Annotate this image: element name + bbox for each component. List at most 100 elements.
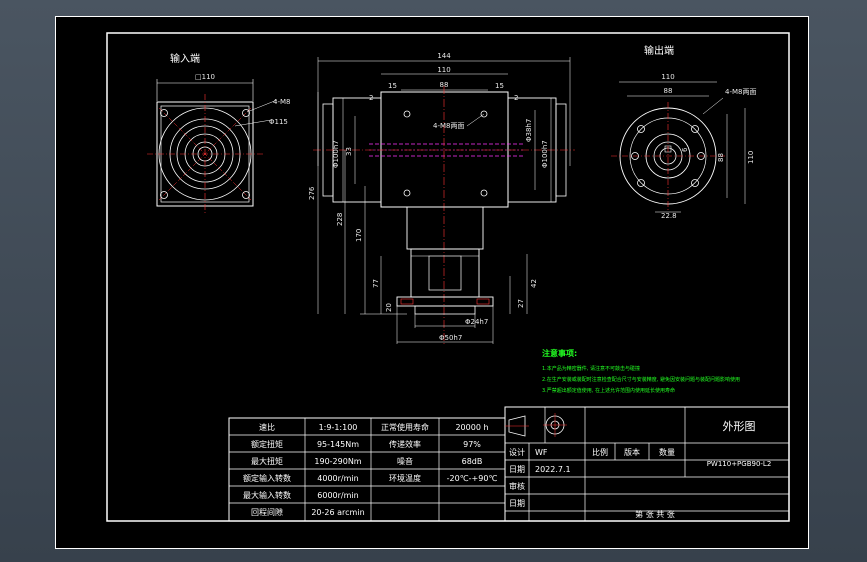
spec-value: 6000r/min bbox=[317, 491, 358, 500]
spec-label: 最大扭矩 bbox=[251, 456, 283, 466]
bolt-hole bbox=[637, 125, 645, 133]
outer-border bbox=[55, 16, 809, 549]
bolt-hole bbox=[242, 109, 250, 117]
front-dim-42: 42 bbox=[530, 279, 538, 288]
flange-hole bbox=[400, 298, 414, 305]
output-dim-88: 88 bbox=[664, 87, 673, 95]
cad-drawing: 输入端 □110 4-M8 Φ115 144 110 88 15 15 2 2 bbox=[55, 16, 809, 549]
front-dim-170: 170 bbox=[355, 229, 363, 242]
spec-label: 额定输入转数 bbox=[243, 473, 291, 483]
sheet-count: 第 张 共 张 bbox=[635, 509, 675, 519]
spec-value: 20000 h bbox=[455, 423, 488, 432]
bolt-hole bbox=[691, 179, 699, 187]
front-dim-15-right: 15 bbox=[495, 82, 504, 90]
front-dim-right-dia2: Φ100h7 bbox=[541, 140, 549, 168]
bolt-hole bbox=[160, 109, 168, 117]
output-dim-holes: 4-M8两面 bbox=[725, 88, 756, 96]
scale-label: 比例 bbox=[592, 447, 608, 457]
spec-value: 97% bbox=[463, 440, 481, 449]
bolt-hole bbox=[403, 110, 411, 118]
output-dim-88-v: 88 bbox=[717, 153, 725, 162]
review-label: 审核 bbox=[509, 481, 525, 491]
design-value: WF bbox=[535, 448, 548, 457]
front-dim-20: 20 bbox=[385, 303, 393, 312]
spec-value: 4000r/min bbox=[317, 474, 358, 483]
bolt-hole bbox=[242, 191, 250, 199]
bolt-hole bbox=[697, 152, 705, 160]
bolt-hole bbox=[480, 189, 488, 197]
front-dim-4m8: 4-M8两面 bbox=[433, 122, 464, 130]
output-dim-110: 110 bbox=[661, 73, 674, 81]
input-dim-square: □110 bbox=[195, 73, 215, 81]
date-label: 日期 bbox=[509, 465, 525, 474]
qty-label: 数量 bbox=[659, 447, 675, 457]
date-value: 2022.7.1 bbox=[535, 465, 571, 474]
drawing-sheet: 输入端 □110 4-M8 Φ115 144 110 88 15 15 2 2 bbox=[55, 16, 809, 549]
gearbox-housing bbox=[380, 91, 509, 208]
output-view-title: 输出端 bbox=[644, 44, 674, 57]
bolt-hole bbox=[403, 189, 411, 197]
bolt-hole bbox=[480, 110, 488, 118]
flange-hole bbox=[476, 298, 490, 305]
motor-adapter bbox=[406, 206, 484, 250]
spec-value: -20℃-+90℃ bbox=[447, 474, 498, 483]
projection-cone-icon bbox=[508, 415, 526, 437]
bolt-hole bbox=[691, 125, 699, 133]
base-flange bbox=[396, 296, 494, 307]
spigot bbox=[414, 305, 476, 315]
bolt-hole bbox=[637, 179, 645, 187]
front-dim-bot-dia1: Φ24h7 bbox=[465, 318, 488, 326]
leader-line bbox=[246, 99, 278, 113]
spec-label: 噪音 bbox=[397, 456, 413, 466]
leader-line bbox=[466, 113, 485, 127]
front-dim-33: 33 bbox=[345, 147, 353, 156]
notes-line-3: 3.严禁超出额定值使用, 在上述允许范围内使用延长使用寿命 bbox=[542, 387, 675, 394]
input-dim-pcd: Φ115 bbox=[269, 118, 288, 126]
spec-label: 环境温度 bbox=[389, 473, 421, 483]
spec-label: 回程间隙 bbox=[251, 507, 283, 517]
spec-table: 速比 1:9-1:100 正常使用寿命 20000 h 额定扭矩 95-145N… bbox=[228, 417, 506, 522]
spec-label: 速比 bbox=[259, 422, 275, 432]
front-dim-88: 88 bbox=[440, 81, 449, 89]
input-view-title: 输入端 bbox=[170, 52, 200, 65]
spec-value: 190-290Nm bbox=[314, 457, 361, 466]
spec-table-border bbox=[228, 417, 506, 522]
front-dim-110: 110 bbox=[437, 66, 450, 74]
output-dim-110-v: 110 bbox=[747, 151, 755, 164]
notes-title: 注意事项: bbox=[542, 348, 577, 358]
front-dim-27: 27 bbox=[517, 299, 525, 308]
date2-label: 日期 bbox=[509, 499, 525, 508]
front-dim-77: 77 bbox=[372, 279, 380, 288]
model-number: PW110+PGB90-L2 bbox=[707, 460, 772, 468]
drawing-title: 外形图 bbox=[723, 420, 756, 433]
spec-label: 额定扭矩 bbox=[251, 439, 283, 449]
spec-label: 传递效率 bbox=[389, 439, 421, 449]
leader-line bbox=[702, 97, 724, 115]
bolt-hole bbox=[160, 191, 168, 199]
spec-value: 95-145Nm bbox=[317, 440, 359, 449]
output-dim-6: 6 bbox=[681, 147, 689, 152]
spec-value: 1:9-1:100 bbox=[319, 423, 358, 432]
center-line-diag bbox=[158, 107, 252, 201]
notes-line-2: 2.在生产安装或装配时注意检查配合尺寸与安装精度, 避免因安装问题与装配问题影响… bbox=[542, 376, 740, 383]
spec-label: 正常使用寿命 bbox=[381, 422, 429, 432]
front-dim-228: 228 bbox=[336, 213, 344, 226]
title-block: 外形图 PW110+PGB90-L2 设计 WF 比例 版本 数量 日期 202… bbox=[504, 406, 790, 522]
front-dim-15-left: 15 bbox=[388, 82, 397, 90]
input-dim-holes: 4-M8 bbox=[273, 98, 290, 106]
front-dim-right-dia1: Φ38h7 bbox=[525, 119, 533, 142]
title-block-border bbox=[504, 406, 790, 522]
front-dim-144: 144 bbox=[437, 52, 451, 60]
version-label: 版本 bbox=[624, 447, 640, 457]
front-dim-276: 276 bbox=[308, 186, 316, 200]
output-dim-22: 22.8 bbox=[661, 212, 677, 220]
inner-bore bbox=[428, 255, 462, 291]
design-label: 设计 bbox=[509, 447, 525, 457]
bolt-hole bbox=[631, 152, 639, 160]
spec-value: 68dB bbox=[462, 457, 483, 466]
spec-label: 最大输入转数 bbox=[243, 490, 291, 500]
leader-line bbox=[234, 119, 272, 127]
front-dim-left-dia: Φ100h7 bbox=[332, 140, 340, 168]
front-dim-bot-dia2: Φ50h7 bbox=[439, 334, 462, 342]
notes-line-1: 1.本产品为精密器件, 请注意不可敲击与碰撞 bbox=[542, 365, 640, 372]
